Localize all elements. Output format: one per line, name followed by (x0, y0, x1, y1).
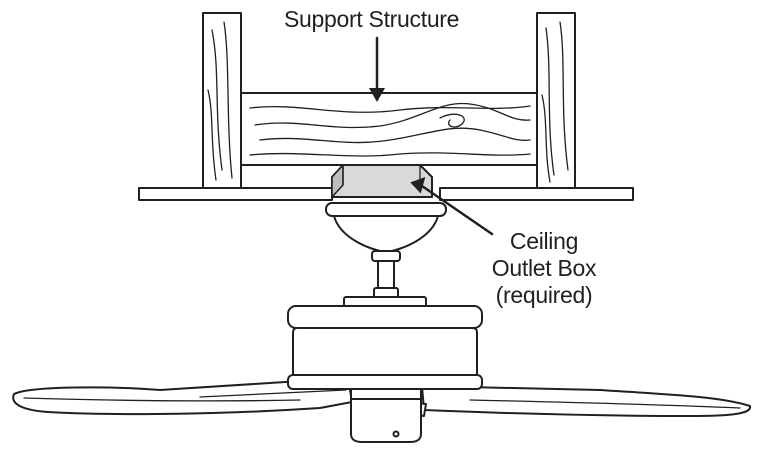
ceiling-outlet-box-label: Ceiling Outlet Box (required) (478, 228, 610, 309)
fan-downrod (371, 250, 401, 299)
support-structure-arrow (369, 36, 385, 102)
fan-canopy (325, 202, 447, 253)
fan-motor-housing (287, 296, 483, 443)
ceiling-drywall (138, 187, 634, 201)
support-beam (240, 92, 538, 166)
outlet-box-label-line1: Ceiling (509, 228, 579, 254)
outlet-box-label-line2: Outlet Box (491, 255, 597, 281)
outlet-box-label-line3: (required) (495, 282, 593, 308)
outlet-box-arrow (410, 176, 494, 236)
fan-blades (12, 377, 752, 417)
ceiling-outlet-box (331, 164, 433, 198)
left-joist (202, 12, 242, 189)
right-joist (536, 12, 576, 189)
support-structure-label: Support Structure (284, 6, 460, 32)
